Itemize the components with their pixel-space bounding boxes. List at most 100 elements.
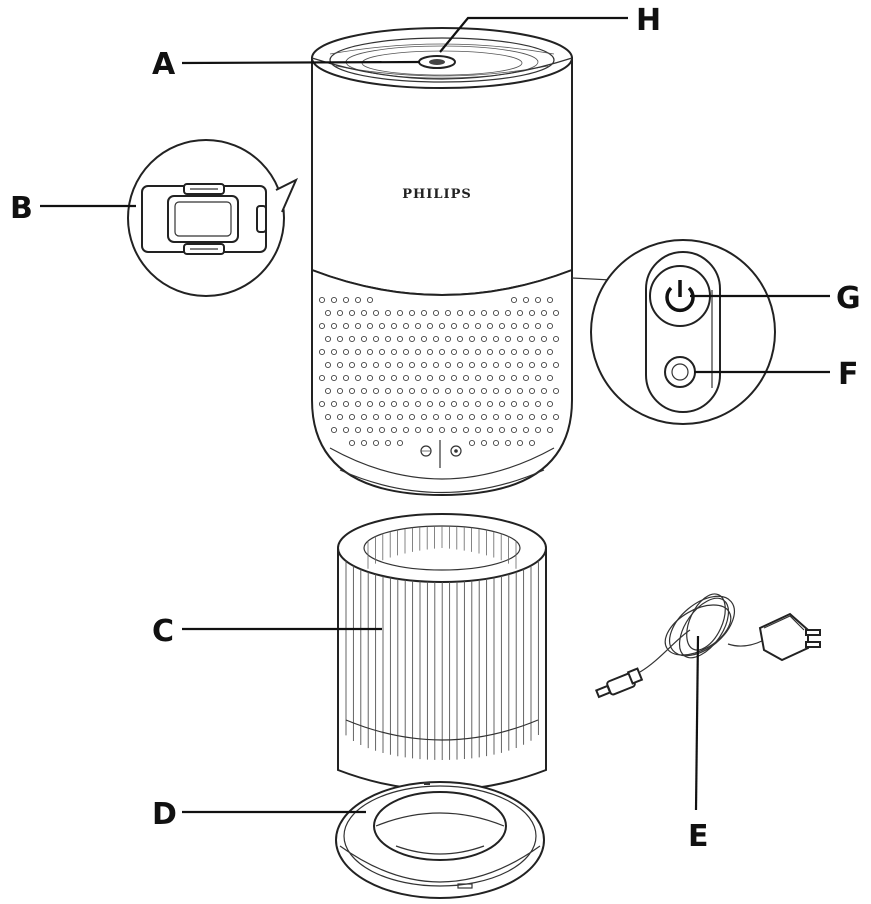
power-button[interactable] (649, 265, 711, 327)
leader-h (439, 16, 628, 53)
vent-hole (360, 439, 368, 447)
label-h: H (636, 3, 661, 38)
vent-hole (384, 439, 392, 447)
vent-hole (426, 426, 434, 434)
vent-hole (474, 374, 482, 382)
vent-hole (402, 400, 410, 408)
vent-hole (480, 439, 488, 447)
vent-hole (534, 348, 542, 356)
vent-hole (396, 361, 404, 369)
vent-hole (468, 309, 476, 317)
vent-hole (348, 361, 356, 369)
vent-hole (468, 335, 476, 343)
vent-hole (546, 374, 554, 382)
vent-hole (390, 374, 398, 382)
label-c: C (152, 614, 174, 649)
vent-hole (528, 335, 536, 343)
vent-hole (360, 361, 368, 369)
vent-hole (528, 439, 536, 447)
vent-hole (414, 400, 422, 408)
vent-hole (414, 322, 422, 330)
vent-hole (540, 309, 548, 317)
vent-hole (324, 309, 332, 317)
vent-hole (516, 413, 524, 421)
leader-lines (40, 16, 830, 814)
vent-hole (462, 348, 470, 356)
vent-hole (402, 348, 410, 356)
vent-hole (354, 400, 362, 408)
vent-hole (534, 374, 542, 382)
vent-hole (504, 387, 512, 395)
vent-hole (438, 426, 446, 434)
vent-hole (378, 400, 386, 408)
vent-hole (516, 309, 524, 317)
vent-hole (540, 361, 548, 369)
label-a: A (152, 47, 176, 82)
vent-hole (498, 322, 506, 330)
vent-hole (372, 439, 380, 447)
brand-logo: PHILIPS (402, 187, 472, 202)
vent-hole (432, 361, 440, 369)
vent-hole (522, 374, 530, 382)
vent-hole (480, 361, 488, 369)
vent-hole (552, 309, 560, 317)
vent-hole (552, 361, 560, 369)
vent-hole (546, 322, 554, 330)
label-d: D (152, 797, 177, 832)
vent-hole (510, 400, 518, 408)
vent-hole (492, 413, 500, 421)
vent-hole (462, 400, 470, 408)
vent-hole (372, 309, 380, 317)
vent-hole (336, 387, 344, 395)
vent-hole (426, 374, 434, 382)
vent-hole (408, 361, 416, 369)
vent-hole (366, 322, 374, 330)
vent-hole (354, 348, 362, 356)
vent-hole (348, 413, 356, 421)
vent-hole (426, 400, 434, 408)
vent-hole (516, 439, 524, 447)
vent-hole (360, 387, 368, 395)
vent-hole (354, 296, 362, 304)
perforated-air-inlet (318, 296, 560, 447)
vent-hole (342, 348, 350, 356)
vent-hole (330, 400, 338, 408)
vent-hole (324, 361, 332, 369)
vent-hole (348, 309, 356, 317)
vent-hole (528, 413, 536, 421)
vent-hole (486, 348, 494, 356)
vent-hole (528, 387, 536, 395)
leader-e (694, 635, 700, 811)
vent-hole (318, 296, 326, 304)
vent-hole (348, 387, 356, 395)
vent-hole (372, 387, 380, 395)
vent-hole (534, 426, 542, 434)
mode-button[interactable] (664, 356, 696, 388)
vent-hole (546, 296, 554, 304)
vent-hole (372, 361, 380, 369)
vent-hole (474, 400, 482, 408)
vent-hole (510, 322, 518, 330)
vent-hole (522, 348, 530, 356)
vent-hole (318, 348, 326, 356)
vent-hole (552, 413, 560, 421)
vent-hole (534, 296, 542, 304)
vent-hole (522, 426, 530, 434)
vent-hole (438, 374, 446, 382)
vent-hole (504, 335, 512, 343)
vent-hole (384, 335, 392, 343)
vent-hole (504, 361, 512, 369)
vent-hole (342, 296, 350, 304)
vent-hole (444, 335, 452, 343)
vent-hole (390, 348, 398, 356)
vent-hole (432, 413, 440, 421)
vent-hole (486, 322, 494, 330)
vent-hole (378, 426, 386, 434)
top-indicator-element (418, 55, 456, 69)
vent-hole (468, 361, 476, 369)
vent-hole (378, 374, 386, 382)
vent-hole (432, 335, 440, 343)
vent-hole (540, 335, 548, 343)
vent-hole (384, 309, 392, 317)
